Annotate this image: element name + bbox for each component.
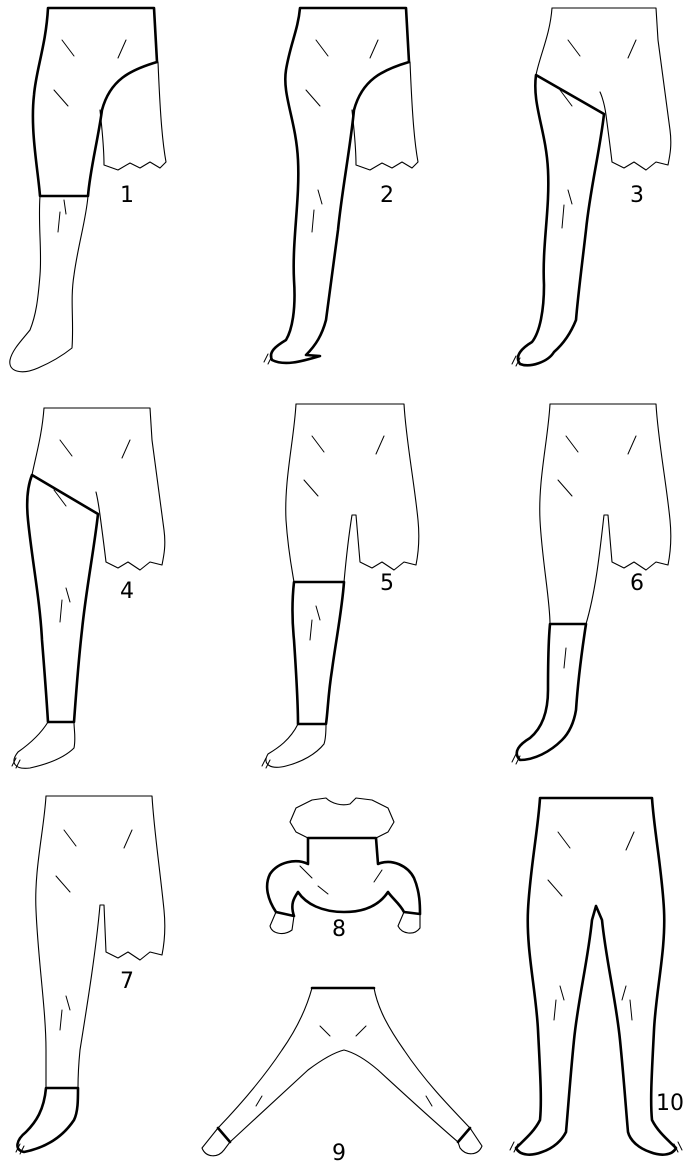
panel-4: 4 <box>12 408 165 768</box>
panel-label-5: 5 <box>380 571 394 596</box>
panel-2: 2 <box>264 8 418 364</box>
panel-9: 9 <box>202 988 482 1166</box>
panel-label-9: 9 <box>332 1141 346 1166</box>
panel-10: 10 <box>510 798 684 1155</box>
panel-3: 3 <box>512 8 671 366</box>
panel-label-4: 4 <box>120 579 134 604</box>
panel-label-8: 8 <box>332 917 346 942</box>
panel-7: 7 <box>16 796 165 1154</box>
panel-label-7: 7 <box>120 969 134 994</box>
panel-5: 5 <box>262 404 419 768</box>
panel-label-6: 6 <box>630 571 644 596</box>
panel-label-2: 2 <box>380 183 394 208</box>
panel-label-3: 3 <box>630 183 644 208</box>
panel-label-10: 10 <box>656 1091 684 1116</box>
panel-6: 6 <box>512 404 671 764</box>
panel-label-1: 1 <box>120 183 134 208</box>
panel-1: 1 <box>10 8 166 372</box>
panel-8: 8 <box>267 798 420 942</box>
